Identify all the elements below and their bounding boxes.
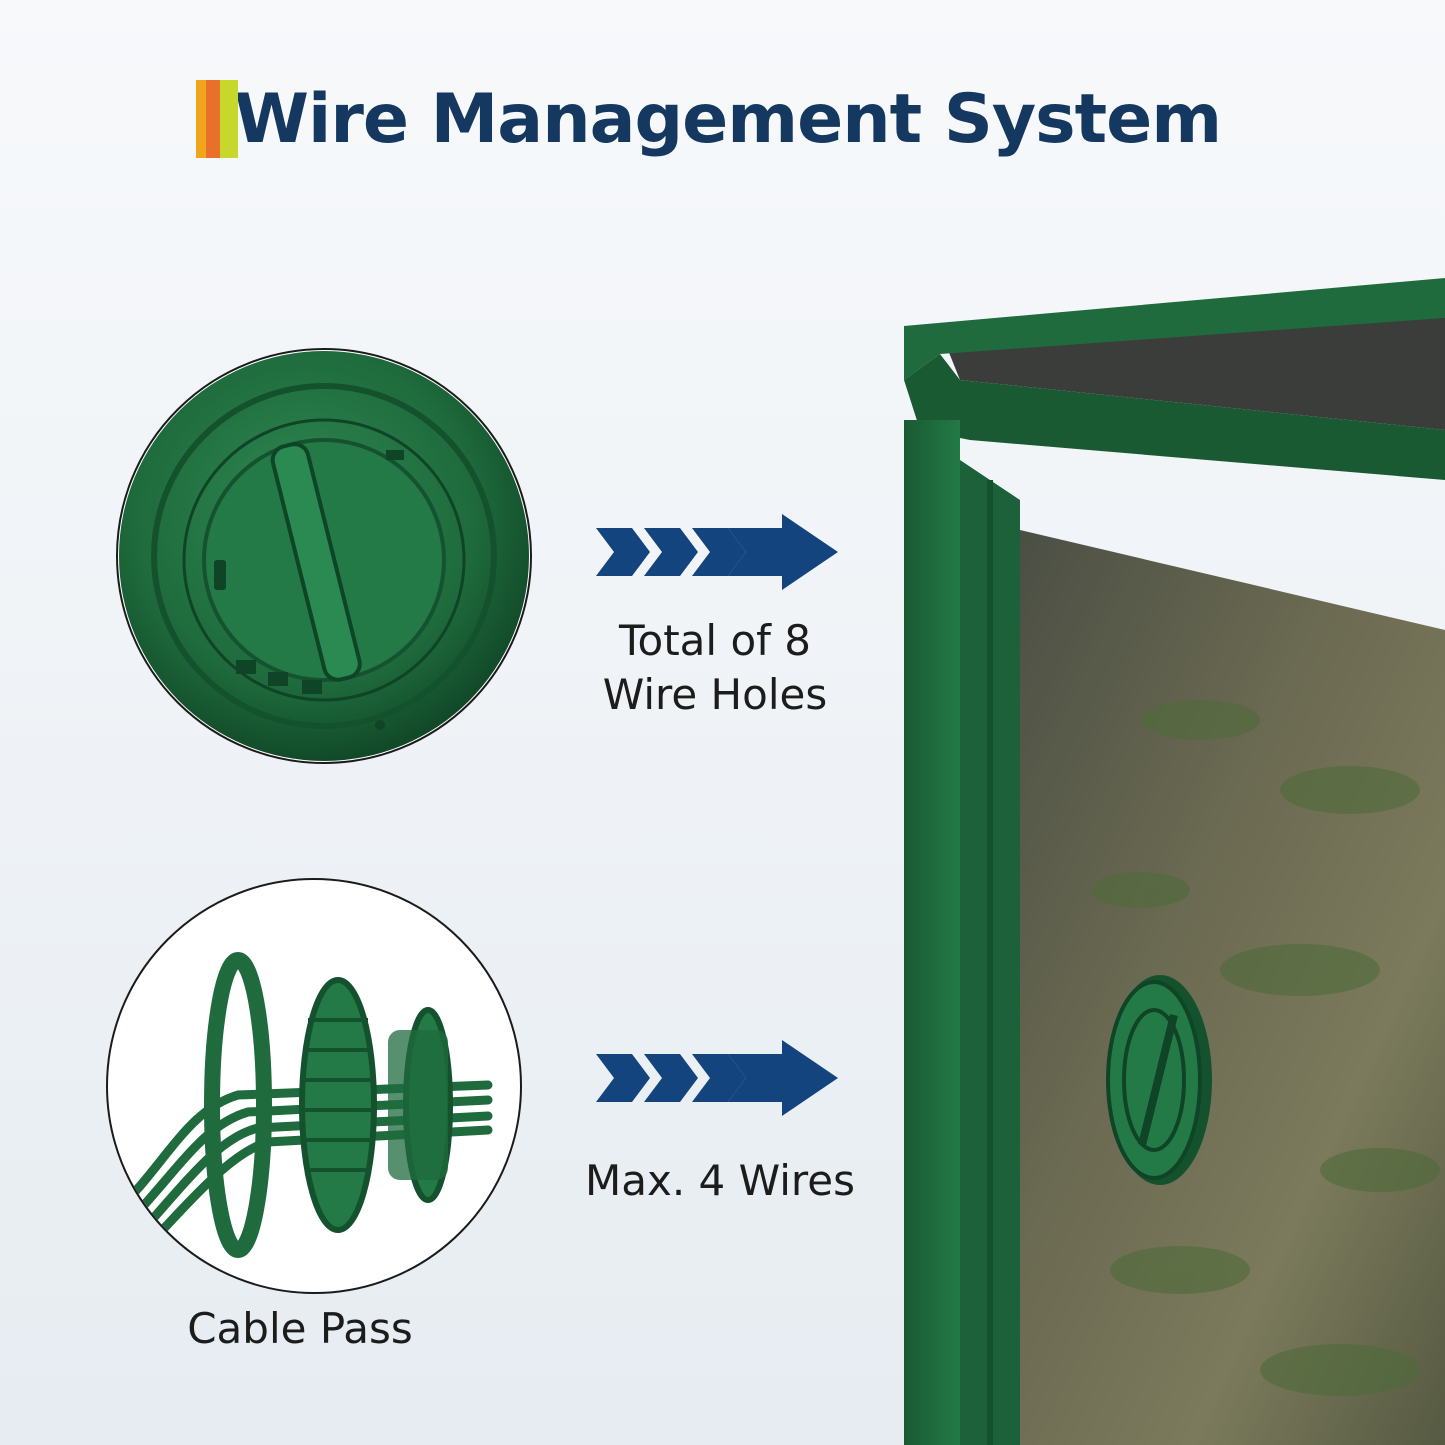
- max-wires-caption: Max. 4 Wires: [585, 1156, 855, 1205]
- wire-holes-caption: Total of 8 Wire Holes: [560, 614, 870, 722]
- wire-hole-cap-closeup: [116, 348, 532, 764]
- caption-line-2: Wire Holes: [602, 670, 828, 719]
- arrow-icon-1: [596, 514, 838, 590]
- cable-pass-closeup: [106, 878, 522, 1294]
- caption-line-1: Total of 8: [619, 616, 811, 665]
- terrarium-enclosure-image: [904, 278, 1445, 1445]
- cable-pass-icon: [113, 952, 493, 1258]
- title-accent-bar: [196, 80, 240, 158]
- wire-hole-cap-icon: [119, 351, 529, 761]
- arrow-icon-2: [596, 1040, 838, 1116]
- page-title: Wire Management System: [234, 79, 1222, 159]
- cable-pass-label: Cable Pass: [187, 1304, 413, 1353]
- title-block: Wire Management System: [196, 78, 1222, 160]
